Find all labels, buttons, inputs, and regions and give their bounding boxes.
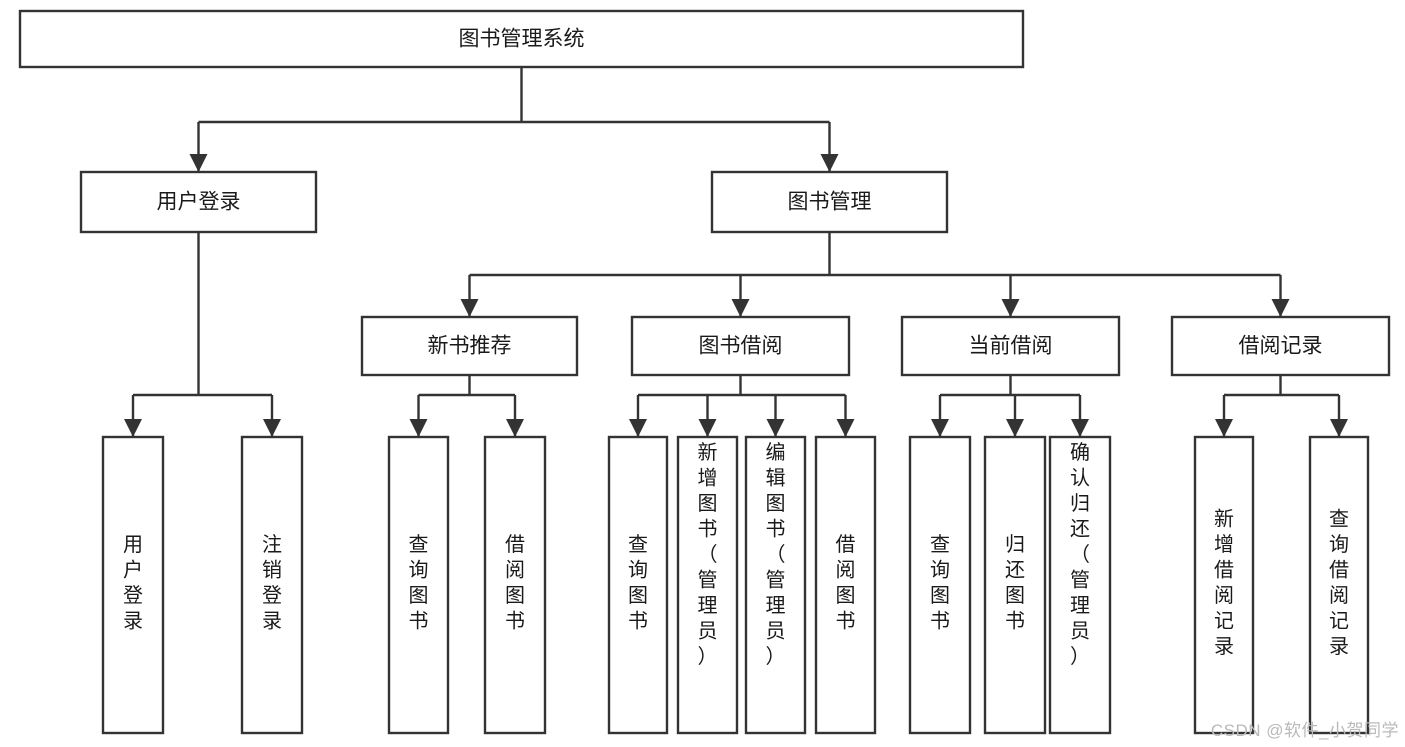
arrow-head-icon <box>1271 299 1290 317</box>
arrow-head-icon <box>698 419 717 437</box>
node-leaf-user-login[interactable]: 用户登录 <box>101 435 165 735</box>
node-leaf-query-book-3[interactable]: 查询图书 <box>908 435 972 735</box>
arrow-head-icon <box>409 419 428 437</box>
node-box <box>387 435 450 735</box>
node-box <box>18 9 1025 69</box>
node-box <box>908 435 972 735</box>
node-box <box>710 170 949 234</box>
node-current-borrow[interactable]: 当前借阅 <box>900 315 1121 377</box>
node-box <box>1193 435 1255 735</box>
arrow-head-icon <box>836 419 855 437</box>
node-book-manage[interactable]: 图书管理 <box>710 170 949 234</box>
arrow-head-icon <box>1330 419 1348 437</box>
node-label: 图书管理系统 <box>459 28 585 51</box>
arrow-head-icon <box>731 299 750 317</box>
node-box <box>814 435 877 735</box>
node-box <box>744 435 807 735</box>
node-leaf-query-book-2[interactable]: 查询图书 <box>607 435 669 735</box>
arrow-head-icon <box>629 419 647 437</box>
node-leaf-add-book[interactable]: 新增图书（管理员） <box>676 435 739 735</box>
arrow-head-icon <box>189 154 208 172</box>
node-box <box>983 435 1047 735</box>
arrow-head-icon <box>263 419 281 437</box>
arrow-head-icon <box>1215 419 1233 437</box>
node-box <box>1170 315 1391 377</box>
node-borrow-record[interactable]: 借阅记录 <box>1170 315 1391 377</box>
connector-group-new-book-rec <box>409 375 524 437</box>
node-label: 新增借阅记录 <box>1214 507 1234 658</box>
node-label: 借阅图书 <box>505 533 525 633</box>
node-leaf-borrow-book-1[interactable]: 借阅图书 <box>483 435 547 735</box>
node-new-book-rec[interactable]: 新书推荐 <box>360 315 579 377</box>
node-label: 图书借阅 <box>699 335 783 358</box>
arrow-head-icon <box>124 419 142 437</box>
node-leaf-edit-book[interactable]: 编辑图书（管理员） <box>744 435 807 735</box>
node-user-login[interactable]: 用户登录 <box>79 170 318 234</box>
node-box <box>483 435 547 735</box>
node-box <box>607 435 669 735</box>
node-label: 新书推荐 <box>428 335 512 358</box>
node-leaf-query-book-1[interactable]: 查询图书 <box>387 435 450 735</box>
node-label: 用户登录 <box>157 191 241 214</box>
arrow-head-icon <box>766 419 785 437</box>
node-box <box>676 435 739 735</box>
connector-group-borrow-record <box>1215 375 1348 437</box>
node-leaf-confirm-return[interactable]: 确认归还（管理员） <box>1048 435 1112 735</box>
node-label: 查询图书 <box>409 533 429 633</box>
node-box <box>101 435 165 735</box>
node-box <box>1048 435 1112 735</box>
arrow-head-icon <box>460 299 479 317</box>
node-label: 图书管理 <box>788 191 872 214</box>
node-label: 借阅图书 <box>836 533 856 633</box>
node-label: 确认归还（管理员） <box>1070 441 1090 668</box>
node-book-borrow[interactable]: 图书借阅 <box>630 315 851 377</box>
node-label: 当前借阅 <box>969 335 1053 358</box>
connector-group-current-borrow <box>931 375 1089 437</box>
node-box <box>1308 435 1370 735</box>
node-label: 新增图书（管理员） <box>698 441 718 668</box>
node-box <box>900 315 1121 377</box>
arrow-head-icon <box>506 419 524 437</box>
node-label: 注销登录 <box>262 533 282 633</box>
node-box <box>630 315 851 377</box>
node-label: 用户登录 <box>123 534 143 633</box>
node-label: 查询图书 <box>930 533 950 633</box>
node-label: 查询借阅记录 <box>1329 507 1349 658</box>
arrow-head-icon <box>1006 419 1024 437</box>
connector-group-book-borrow <box>629 375 855 437</box>
node-leaf-query-record[interactable]: 查询借阅记录 <box>1308 435 1370 735</box>
node-label: 编辑图书（管理员） <box>766 441 786 668</box>
node-leaf-borrow-book-2[interactable]: 借阅图书 <box>814 435 877 735</box>
node-leaf-logout[interactable]: 注销登录 <box>240 435 304 735</box>
node-box <box>360 315 579 377</box>
node-leaf-add-record[interactable]: 新增借阅记录 <box>1193 435 1255 735</box>
arrow-head-icon <box>820 154 839 172</box>
arrow-head-icon <box>1071 419 1089 437</box>
connector-group-root <box>189 67 839 172</box>
nodes-layer: 图书管理系统用户登录图书管理新书推荐图书借阅当前借阅借阅记录用户登录注销登录查询… <box>18 9 1391 735</box>
connectors-layer <box>124 67 1348 437</box>
node-label: 查询图书 <box>628 533 648 633</box>
watermark-label: CSDN @软件_小贺同学 <box>1210 721 1399 740</box>
arrow-head-icon <box>1001 299 1020 317</box>
node-box <box>79 170 318 234</box>
node-box <box>240 435 304 735</box>
connector-group-user-login <box>124 232 281 437</box>
arrow-head-icon <box>931 419 949 437</box>
node-label: 借阅记录 <box>1239 335 1323 358</box>
node-leaf-return-book[interactable]: 归还图书 <box>983 435 1047 735</box>
node-root[interactable]: 图书管理系统 <box>18 9 1025 69</box>
connector-group-book-manage <box>460 232 1290 317</box>
node-label: 归还图书 <box>1005 533 1025 633</box>
